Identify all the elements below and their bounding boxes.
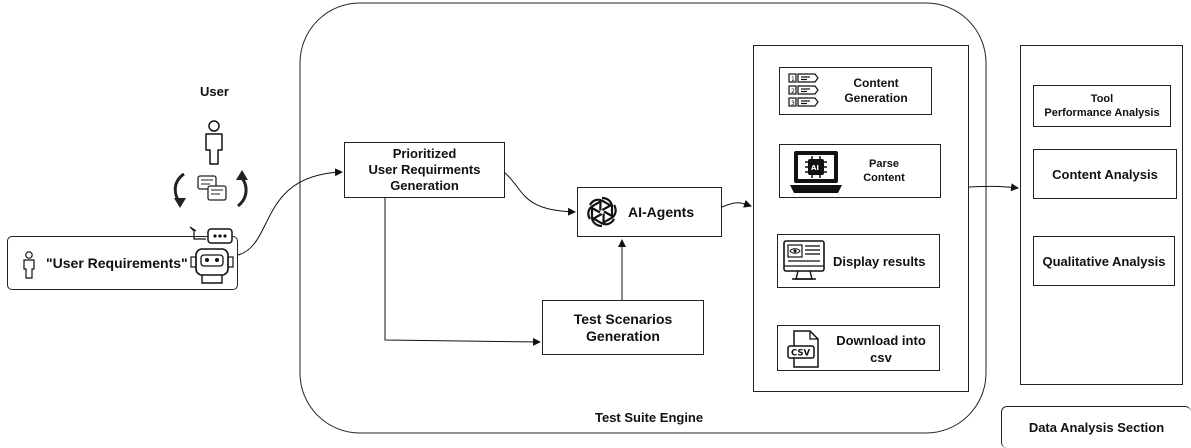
test-scenarios-line1: Test Scenarios — [573, 310, 673, 327]
svg-text:AI: AI — [811, 164, 819, 172]
arrow-prioritized-to-test — [384, 197, 541, 346]
arrow-ai-to-pipeline — [721, 199, 752, 208]
download-csv-box: CSV Download into csv — [777, 325, 940, 371]
download-csv-line1: Download into — [836, 333, 926, 348]
display-results-box: Display results — [777, 234, 940, 288]
chat-bubbles-icon — [173, 170, 248, 208]
content-generation-box: 1 2 3 Content Generation — [779, 67, 932, 115]
arrow-pipeline-to-analysis — [968, 183, 1019, 192]
test-suite-engine-label: Test Suite Engine — [595, 410, 704, 425]
data-analysis-section-text: Data Analysis Section — [1028, 420, 1165, 435]
robot-chat-icon — [189, 226, 234, 284]
svg-text:2: 2 — [791, 88, 795, 95]
content-generation-label: Content Generation — [836, 76, 916, 106]
display-results-label: Display results — [833, 254, 926, 269]
parse-content-line1: Parse — [869, 158, 899, 170]
tool-performance-line1: Tool — [1090, 93, 1114, 105]
ai-laptop-icon: AI — [790, 151, 842, 193]
data-analysis-section-label: Data Analysis Section — [1001, 406, 1191, 448]
svg-text:1: 1 — [791, 76, 795, 83]
parse-content-box: AI Parse Content — [779, 144, 941, 198]
person-icon — [205, 120, 223, 165]
prioritized-line2: User Requirments — [368, 162, 481, 177]
user-requirements-label: "User Requirements" — [46, 255, 188, 271]
test-scenarios-line2: Generation — [586, 327, 660, 344]
parse-content-line2: Content — [863, 172, 905, 184]
csv-file-icon: CSV — [787, 330, 819, 368]
prioritized-line1: Prioritized — [392, 146, 457, 161]
test-scenarios-box: Test Scenarios Generation — [542, 300, 704, 355]
download-csv-line2: csv — [870, 350, 892, 365]
ai-agents-box: AI-Agents — [577, 187, 722, 237]
content-analysis-label: Content Analysis — [1052, 166, 1158, 182]
openai-logo-icon — [587, 196, 617, 228]
svg-text:CSV: CSV — [791, 349, 811, 359]
tool-performance-box: Tool Performance Analysis — [1033, 85, 1171, 127]
svg-text:3: 3 — [791, 100, 795, 107]
arrow-requirements-to-prioritized — [237, 168, 343, 256]
download-csv-label: Download into csv — [828, 332, 934, 366]
parse-content-label: Parse Content — [856, 157, 912, 185]
tool-performance-line2: Performance Analysis — [1044, 107, 1160, 119]
content-generation-line1: Content — [853, 76, 899, 90]
prioritized-line3: Generation — [390, 178, 459, 193]
content-analysis-box: Content Analysis — [1033, 149, 1177, 199]
user-requirements-box: "User Requirements" — [7, 226, 238, 290]
prioritized-requirements-box: Prioritized User Requirments Generation — [344, 142, 505, 198]
content-generation-line2: Generation — [844, 91, 908, 105]
user-title: User — [200, 84, 229, 99]
qualitative-analysis-box: Qualitative Analysis — [1033, 236, 1175, 286]
person-icon — [23, 251, 35, 279]
monitor-results-icon — [783, 240, 825, 280]
test-suite-engine-frame — [299, 2, 987, 434]
ai-agents-label: AI-Agents — [628, 204, 695, 220]
numbered-list-icon: 1 2 3 — [788, 73, 819, 107]
qualitative-analysis-label: Qualitative Analysis — [1042, 253, 1166, 269]
arrow-prioritized-to-ai — [503, 171, 576, 216]
